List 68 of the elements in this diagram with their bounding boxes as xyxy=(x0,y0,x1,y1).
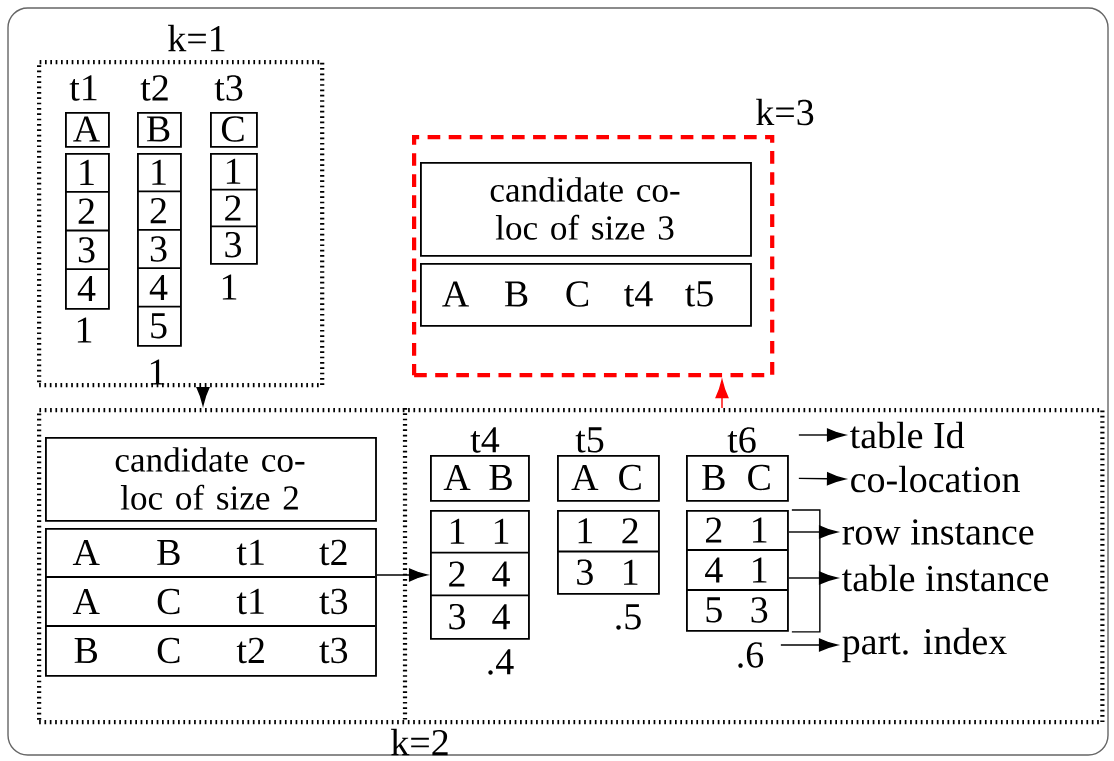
node-label: 1 xyxy=(624,559,638,585)
instance-table: 2 1 4 1 5 3 xyxy=(685,510,789,632)
instance-table: 1 2 3 4 xyxy=(64,153,110,310)
node-label: 4 xyxy=(149,274,168,300)
node-label: k=3 xyxy=(756,98,814,126)
index-label: .6 xyxy=(738,642,764,668)
table-name: t3 xyxy=(214,75,243,101)
column-header: C xyxy=(210,112,258,148)
arrow xyxy=(798,472,846,486)
count-label: 1 xyxy=(222,274,237,300)
title-box: candidate co-loc of size 3 xyxy=(420,162,752,257)
node-label: 1 xyxy=(494,518,509,544)
node-label: 5 xyxy=(151,313,167,339)
node-label: 4 xyxy=(492,604,510,630)
node-label: 3 xyxy=(449,603,466,630)
node-label: 1 xyxy=(753,517,767,543)
arrow xyxy=(780,638,838,652)
callout-label: row instance xyxy=(842,519,1034,545)
node-label: 1 xyxy=(578,518,593,544)
column-header: B C xyxy=(686,455,789,502)
title-box: candidate co-loc of size 2 xyxy=(45,437,377,522)
index-label: .4 xyxy=(488,649,514,675)
instance-table: 1 2 3 1 xyxy=(556,510,660,595)
count-label: 1 xyxy=(77,317,92,343)
node-label: 1 xyxy=(450,518,465,544)
node-label: 1 xyxy=(152,159,166,185)
node-label: k=2 xyxy=(391,728,448,756)
node-label: 3 xyxy=(751,597,768,623)
table-name: t2 xyxy=(140,75,168,101)
table-name: t5 xyxy=(575,427,604,453)
node-label: k=1 xyxy=(168,24,225,52)
node-label: 3 xyxy=(577,559,593,585)
node-label: 1 xyxy=(80,159,94,185)
instance-table: 1 2 3 4 5 xyxy=(136,153,182,347)
node-label: 5 xyxy=(706,597,722,623)
node-label: 3 xyxy=(78,237,95,263)
node-label: 2 xyxy=(622,518,638,544)
candidate-row: A B C t4 t5 xyxy=(420,263,752,327)
arrow xyxy=(788,571,838,585)
arrow xyxy=(798,428,846,442)
instance-table: 1 2 3 xyxy=(209,153,258,265)
instance-table: 1 1 2 4 3 4 xyxy=(429,510,530,640)
table-name: t1 xyxy=(69,75,97,101)
table-name: t4 xyxy=(470,427,500,453)
node-label: 4 xyxy=(705,557,723,583)
node-label: 2 xyxy=(449,561,465,587)
index-label: .5 xyxy=(616,604,641,630)
node-label: 3 xyxy=(150,236,167,262)
arrow xyxy=(715,379,729,409)
callout-label: co-location xyxy=(851,465,1020,493)
column-header: B xyxy=(137,112,182,148)
column-header: A C xyxy=(557,455,660,502)
arrow xyxy=(376,568,428,582)
column-header: A B xyxy=(430,455,530,502)
node-label: 1 xyxy=(753,557,767,583)
node-label: 2 xyxy=(78,198,94,224)
table-name: t6 xyxy=(727,427,756,453)
column-header: A xyxy=(65,112,110,148)
node-label: 4 xyxy=(77,276,96,302)
node-label: 2 xyxy=(150,198,166,224)
callout-label: part. index xyxy=(842,627,1007,663)
node-label: 4 xyxy=(492,561,510,587)
arrow xyxy=(788,525,838,539)
callout-label: table instance xyxy=(842,564,1049,592)
candidate-table: A B t1 t2 A C t1 t3 B C t2 t3 xyxy=(44,528,377,677)
callout-label: table Id xyxy=(850,421,965,449)
node-label: 2 xyxy=(705,517,722,543)
arrow xyxy=(196,386,210,406)
